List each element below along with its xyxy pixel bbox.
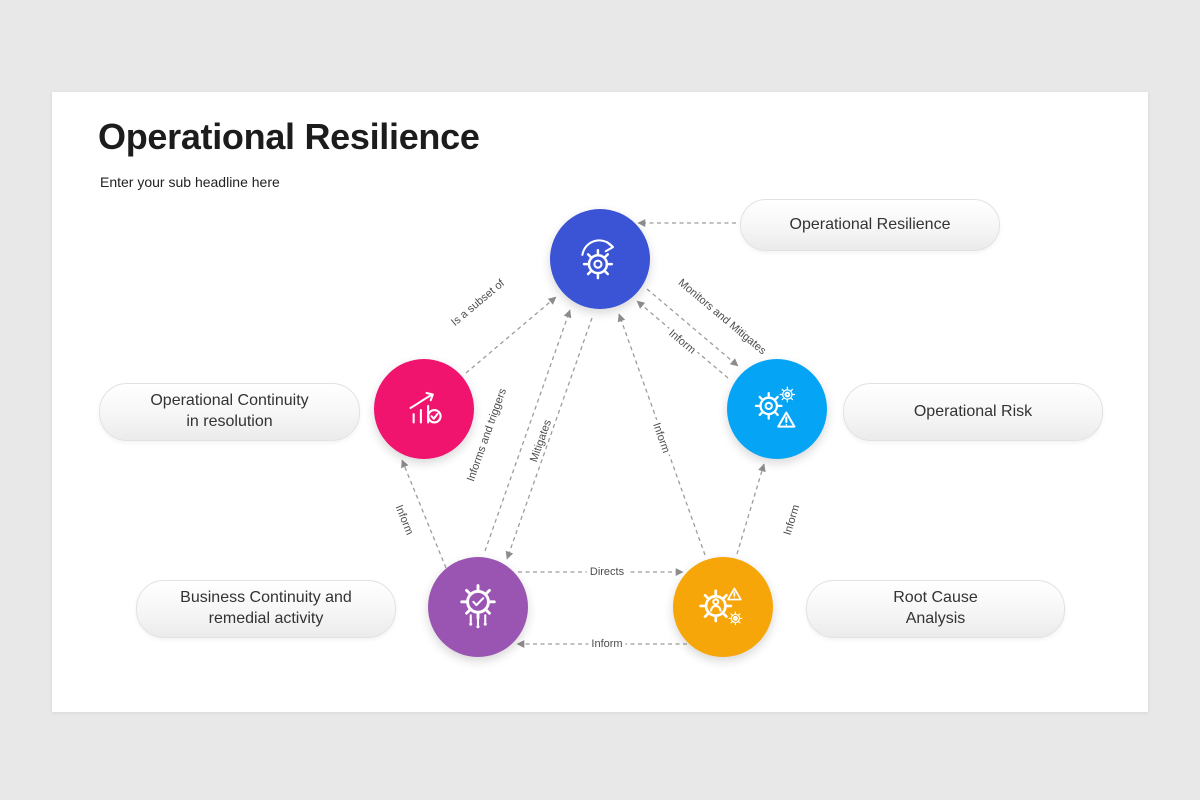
label-operational-risk: Operational Risk [843, 383, 1103, 441]
node-operational-continuity [374, 359, 474, 459]
label-operational-resilience-text: Operational Resilience [789, 215, 951, 233]
growth-chart-icon [409, 391, 442, 424]
edge-label-inform-top: Inform [663, 325, 701, 359]
arrow-mitigates [505, 317, 593, 560]
label-operational-risk-text: Operational Risk [913, 402, 1033, 420]
gears-warning-icon [754, 386, 796, 428]
node-operational-resilience [550, 209, 650, 309]
label-operational-continuity: Operational Continuity in resolution [99, 383, 360, 441]
node-operational-risk [727, 359, 827, 459]
label-operational-resilience: Operational Resilience [740, 199, 1000, 251]
label-root-cause-analysis: Root Cause Analysis [806, 580, 1065, 638]
edge-label-directs: Directs [586, 566, 628, 578]
label-business-continuity-text: Business Continuity and remedial activit… [180, 589, 352, 627]
edge-label-inform-right: Inform [780, 500, 804, 540]
process-gear-icon [581, 239, 614, 280]
node-business-continuity [428, 557, 528, 657]
arrow-informs-and-triggers [484, 309, 572, 552]
edge-label-inform-center: Inform [649, 418, 673, 458]
label-operational-continuity-text: Operational Continuity in resolution [150, 392, 309, 430]
slide: Operational Resilience Enter your sub he… [52, 92, 1148, 712]
label-root-cause-analysis-text: Root Cause Analysis [893, 589, 978, 627]
arrow-inform-right [736, 463, 766, 555]
team-risk-gear-icon [699, 587, 743, 626]
page-title: Operational Resilience [98, 116, 480, 157]
page-subtitle: Enter your sub headline here [100, 174, 280, 190]
edge-label-is-a-subset-of: Is a subset of [446, 275, 510, 331]
arrow-inform-left [401, 459, 447, 569]
edge-label-inform-left: Inform [391, 500, 417, 540]
label-business-continuity: Business Continuity and remedial activit… [136, 580, 396, 638]
gear-check-circuit-icon [460, 584, 496, 629]
edge-label-mitigates: Mitigates [526, 415, 556, 467]
edge-label-inform-bottom: Inform [588, 638, 626, 650]
node-root-cause-analysis [673, 557, 773, 657]
